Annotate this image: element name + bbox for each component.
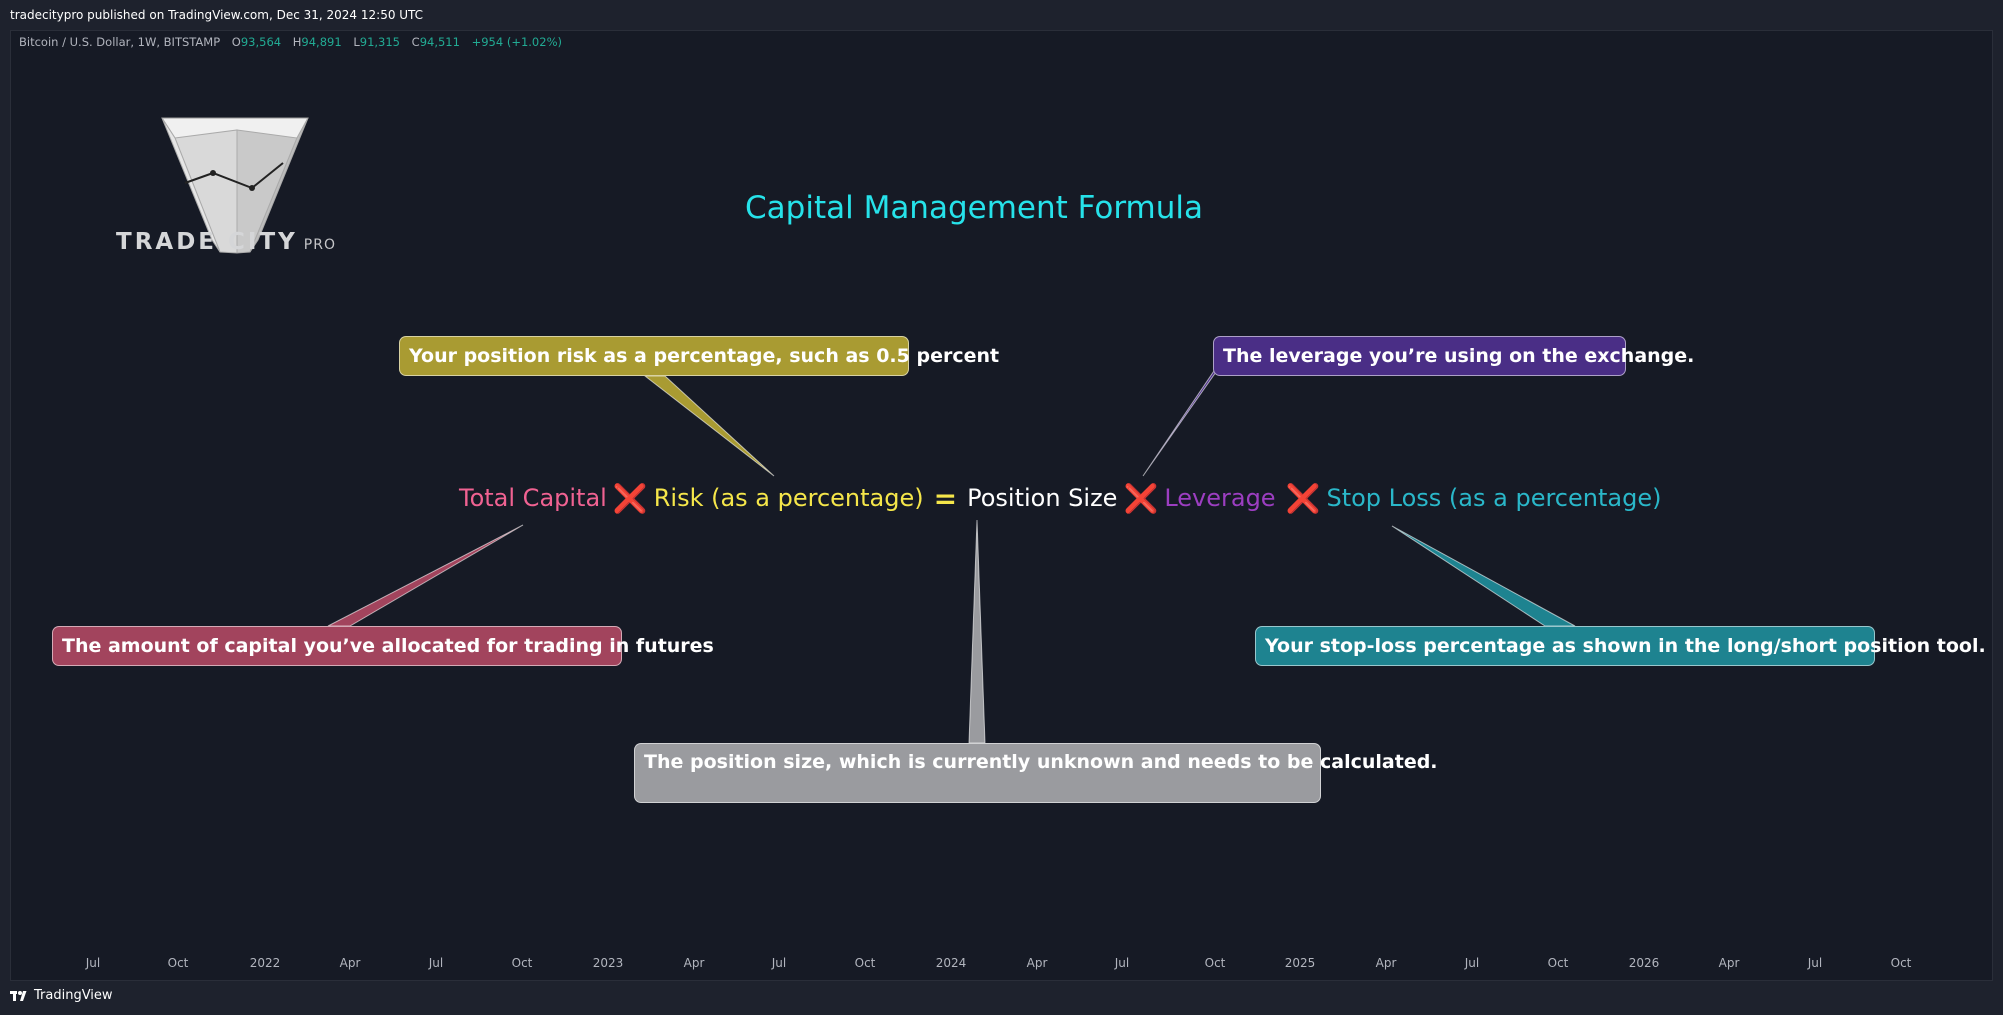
stop-loss-pointer [1391, 525, 1576, 627]
stop-loss-callout[interactable]: Your stop-loss percentage as shown in th… [1255, 626, 1986, 666]
page-title: Capital Management Formula [745, 190, 1203, 226]
publish-info: tradecitypro published on TradingView.co… [10, 8, 424, 22]
formula-position-size: Position Size [967, 484, 1118, 512]
risk-callout[interactable]: Your position risk as a percentage, such… [399, 336, 999, 376]
tradingview-footer[interactable]: TradingView [10, 988, 113, 1003]
position-size-pointer [968, 519, 986, 744]
high-label: H [292, 35, 302, 49]
axis-label: Jul [1464, 956, 1480, 970]
axis-label: Jul [771, 956, 787, 970]
axis-label: Oct [854, 956, 876, 970]
axis-label: Oct [1204, 956, 1226, 970]
trade-city-logo-icon [161, 117, 309, 254]
axis-label: Apr [683, 956, 705, 970]
formula-total-capital: Total Capital [459, 484, 607, 512]
position-size-callout[interactable]: The position size, which is currently un… [634, 743, 1438, 803]
axis-label: Oct [1547, 956, 1569, 970]
leverage-pointer [1142, 361, 1221, 477]
high-value: 94,891 [301, 35, 342, 49]
chart-area[interactable]: Bitcoin / U.S. Dollar, 1W, BITSTAMP O93,… [10, 30, 1993, 981]
multiply-icon: ❌ [1123, 481, 1159, 515]
formula-line: Total Capital ❌ Risk (as a percentage) =… [459, 478, 1661, 518]
axis-label: Jul [428, 956, 444, 970]
open-label: O [231, 35, 241, 49]
leverage-callout[interactable]: The leverage you’re using on the exchang… [1213, 336, 1694, 376]
formula-risk: Risk (as a percentage) [653, 484, 924, 512]
axis-label: 2025 [1284, 956, 1316, 970]
axis-label: Oct [1890, 956, 1912, 970]
axis-label: 2023 [592, 956, 624, 970]
total-capital-callout[interactable]: The amount of capital you’ve allocated f… [52, 626, 714, 666]
axis-label: Oct [167, 956, 189, 970]
close-label: C [411, 35, 420, 49]
axis-label: 2026 [1628, 956, 1660, 970]
formula-leverage: Leverage [1164, 484, 1276, 512]
low-value: 91,315 [359, 35, 400, 49]
total-capital-pointer [327, 524, 524, 627]
formula-stop-loss: Stop Loss (as a percentage) [1326, 484, 1662, 512]
axis-label: 2022 [249, 956, 281, 970]
axis-label: Apr [1718, 956, 1740, 970]
multiply-icon: ❌ [612, 481, 648, 515]
publish-bar: tradecitypro published on TradingView.co… [0, 0, 2003, 30]
symbol-name[interactable]: Bitcoin / U.S. Dollar, 1W, BITSTAMP [19, 35, 221, 49]
tradingview-logo-icon [10, 990, 27, 1001]
axis-label: Apr [1375, 956, 1397, 970]
open-value: 93,564 [240, 35, 282, 49]
low-label: L [353, 35, 360, 49]
axis-label: Oct [511, 956, 533, 970]
change-value: +954 (+1.02%) [471, 35, 562, 49]
axis-label: Jul [85, 956, 101, 970]
time-axis[interactable]: Jul Oct 2022 Apr Jul Oct 2023 Apr Jul Oc… [10, 956, 1993, 976]
axis-label: Apr [1026, 956, 1048, 970]
symbol-legend: Bitcoin / U.S. Dollar, 1W, BITSTAMP O93,… [19, 35, 562, 49]
risk-pointer [643, 375, 775, 477]
logo-suffix: PRO [303, 237, 336, 253]
close-value: 94,511 [419, 35, 460, 49]
tradingview-brand: TradingView [34, 988, 113, 1003]
multiply-icon: ❌ [1285, 481, 1321, 515]
logo-name: TRADE CITY [116, 229, 298, 255]
axis-label: Jul [1807, 956, 1823, 970]
axis-label: Apr [339, 956, 361, 970]
axis-label: 2024 [935, 956, 967, 970]
axis-label: Jul [1114, 956, 1130, 970]
equals-sign: = [933, 481, 958, 515]
logo-wordmark: TRADE CITY PRO [116, 229, 336, 255]
